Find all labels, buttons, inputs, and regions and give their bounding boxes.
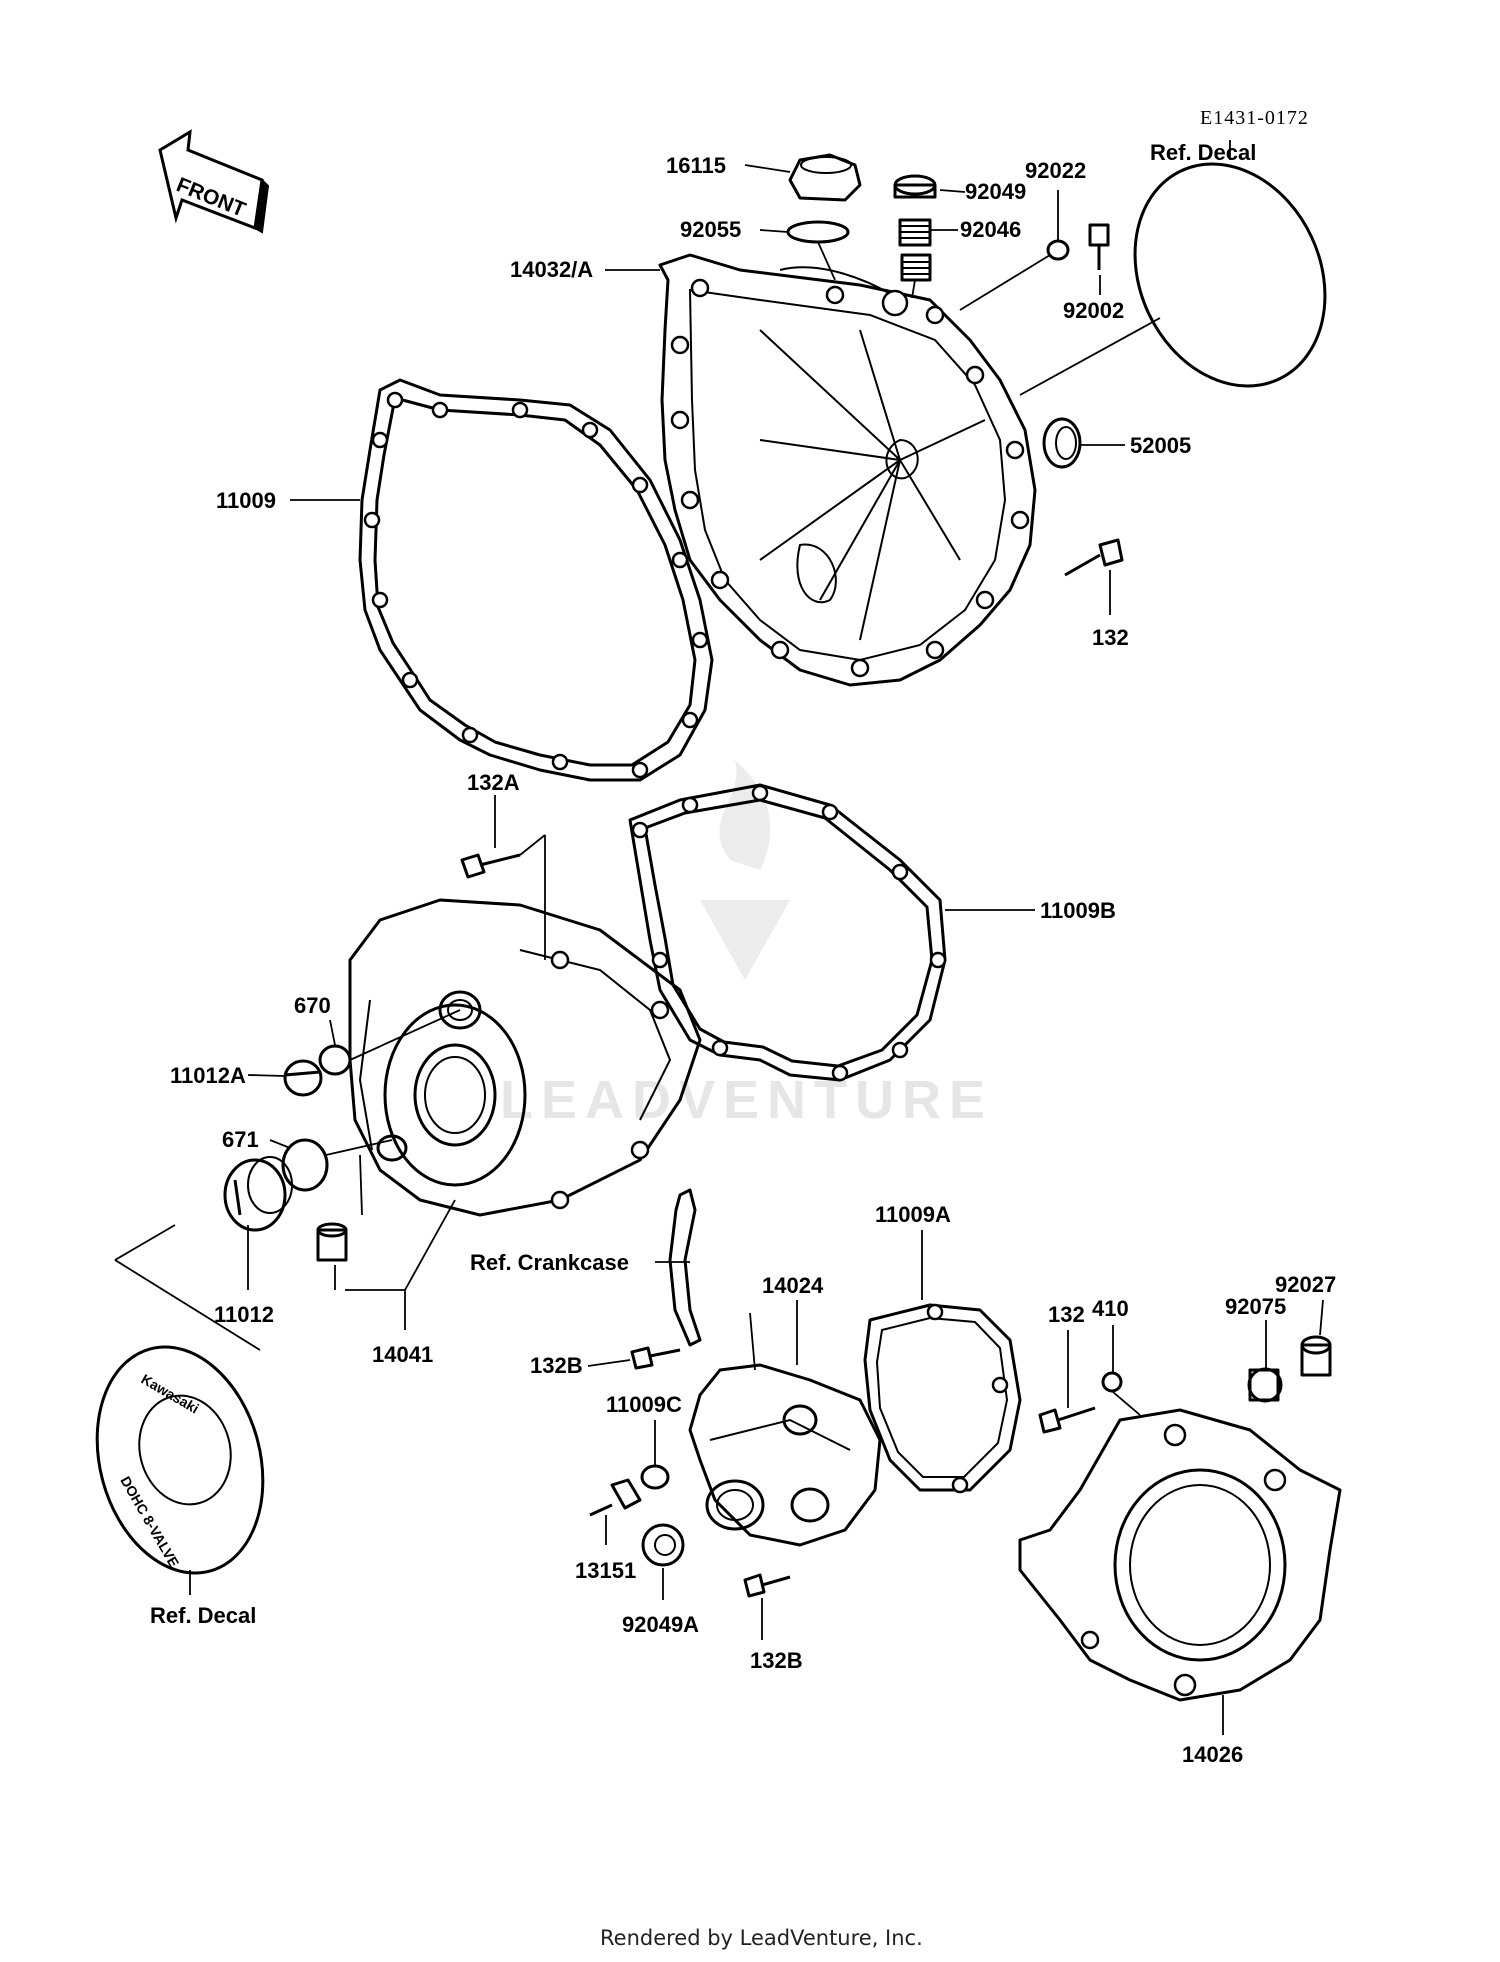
label-ref-crankcase: Ref. Crankcase <box>470 1250 629 1275</box>
bolt-132B-bottom-part <box>743 1573 791 1598</box>
decal-text-top: Kawasaki <box>139 1371 202 1417</box>
gasket-11009B-part <box>628 783 947 1082</box>
label-410: 410 <box>1092 1296 1129 1321</box>
bolt-132B-top-part <box>630 1346 681 1370</box>
watermark-text: LEADVENTURE <box>500 1070 993 1130</box>
label-14026: 14026 <box>1182 1742 1243 1767</box>
sprocket-cover-part <box>1018 1408 1342 1702</box>
oil-seal-92049A-part <box>641 1523 685 1567</box>
o-ring-670-part <box>318 1044 352 1076</box>
grommet-92075-part <box>1247 1367 1283 1403</box>
o-ring-11009C-part <box>640 1464 670 1490</box>
label-14032A: 14032/A <box>510 257 593 282</box>
label-11009A: 11009A <box>875 1202 951 1227</box>
label-132-top: 132 <box>1092 625 1129 650</box>
bolt-132A-part <box>460 853 521 879</box>
label-11009C: 11009C <box>606 1392 682 1417</box>
footer-credit: Rendered by LeadVenture, Inc. <box>600 1926 923 1950</box>
label-92049A: 92049A <box>622 1612 699 1637</box>
watermark: LEADVENTURE <box>500 760 993 1130</box>
label-14024: 14024 <box>762 1273 824 1298</box>
label-132B-bottom: 132B <box>750 1648 803 1673</box>
label-92055: 92055 <box>680 217 741 242</box>
label-132A: 132A <box>467 770 520 795</box>
gasket-11009A-part <box>863 1303 1022 1494</box>
part-labels: 16115 92049 92022 Ref. Decal 92055 92046… <box>150 140 1336 1767</box>
pickup-cover-part <box>688 1363 882 1547</box>
label-92022: 92022 <box>1025 158 1086 183</box>
o-ring-671-part <box>281 1138 329 1192</box>
label-11012: 11012 <box>214 1302 274 1327</box>
dowel-pin-part <box>316 1222 348 1262</box>
label-670: 670 <box>294 993 331 1018</box>
oil-seal-52005-part <box>1042 417 1082 469</box>
label-11009: 11009 <box>216 488 276 513</box>
label-671: 671 <box>222 1127 259 1152</box>
label-16115: 16115 <box>666 153 726 178</box>
plug-11012-part <box>223 1156 293 1232</box>
bolt-132-mid-part <box>1038 1406 1096 1434</box>
bracket-part <box>668 1188 702 1347</box>
drawing-code: E1431-0172 <box>1200 107 1309 129</box>
leader-lines <box>114 140 1324 1735</box>
label-11012A: 11012A <box>170 1063 246 1088</box>
label-11009B: 11009B <box>1040 898 1116 923</box>
engine-decal-part: Kawasaki DOHC 8-VALVE <box>95 1345 265 1575</box>
sensor-13151-part <box>589 1478 642 1517</box>
label-14041: 14041 <box>372 1342 433 1367</box>
label-52005: 52005 <box>1130 433 1191 458</box>
label-92002: 92002 <box>1063 298 1124 323</box>
plug-11012A-part <box>283 1059 323 1097</box>
bolt-132-top-part <box>1064 538 1124 577</box>
washer-and-bolt-part <box>1046 223 1110 270</box>
seal-and-bearing-stack-part <box>893 174 937 282</box>
gasket-11009-part <box>358 378 714 782</box>
cap-92027-part <box>1300 1335 1332 1377</box>
ref-decal-top-part <box>1133 162 1327 388</box>
generator-cover-part <box>348 898 702 1217</box>
label-92027: 92027 <box>1275 1272 1336 1297</box>
label-92049: 92049 <box>965 179 1026 204</box>
label-132-mid: 132 <box>1048 1302 1085 1327</box>
washer-410-part <box>1101 1371 1123 1393</box>
label-92075: 92075 <box>1225 1294 1286 1319</box>
label-132B-top: 132B <box>530 1353 583 1378</box>
label-13151: 13151 <box>575 1558 636 1583</box>
clutch-cover-part <box>658 253 1037 687</box>
label-ref-decal-top: Ref. Decal <box>1150 140 1256 165</box>
label-ref-decal-bottom: Ref. Decal <box>150 1603 256 1628</box>
front-arrow-icon: FRONT <box>158 129 270 234</box>
label-92046: 92046 <box>960 217 1021 242</box>
oil-filler-cap-part <box>786 153 862 244</box>
